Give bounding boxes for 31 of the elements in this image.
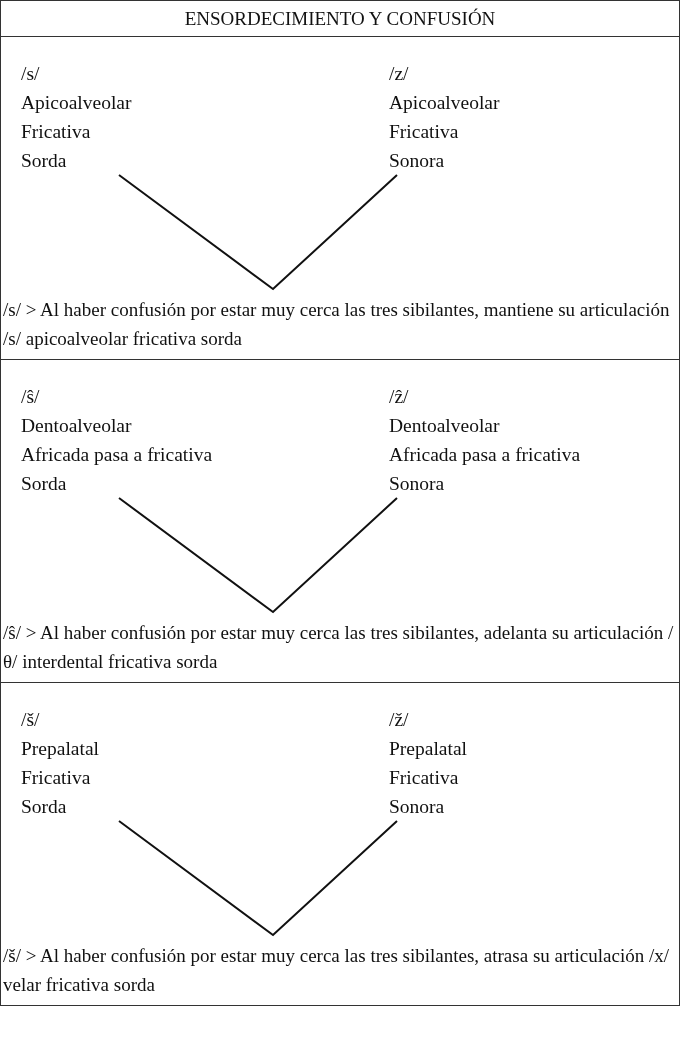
- place-label: Prepalatal: [389, 737, 467, 761]
- explanation-text: /ŝ/ > Al haber confusión por estar muy cerca las tres sibilantes, adelanta su articulación /θ/ interdental fricativa sorda: [3, 621, 675, 674]
- explanation-text: /š/ > Al haber confusión por estar muy cerca las tres sibilantes, atrasa su articulación /x/ velar fricativa sorda: [3, 944, 670, 997]
- manner-label: Fricativa: [389, 766, 460, 790]
- phoneme-symbol: /ŝ/: [21, 385, 41, 409]
- explanation-text: /s/ > Al haber confusión por estar muy cerca las tres sibilantes, mantiene su articulación /s/ apicoalveolar fricativa sorda: [3, 298, 671, 351]
- place-label: Apicoalveolar: [21, 91, 132, 115]
- converging-line: [118, 497, 398, 614]
- phoneme-symbol: /z/: [389, 62, 410, 86]
- converging-line: [118, 820, 398, 937]
- voicing-label: Sonora: [389, 149, 446, 173]
- converging-line: [118, 174, 398, 291]
- phoneme-symbol: /ẑ/: [389, 385, 410, 409]
- manner-label: Fricativa: [21, 766, 92, 790]
- voicing-label: Sonora: [389, 472, 446, 496]
- manner-label: Fricativa: [21, 120, 92, 144]
- voicing-label: Sonora: [389, 795, 446, 819]
- place-label: Dentoalveolar: [21, 414, 133, 438]
- voicing-label: Sorda: [21, 149, 68, 173]
- place-label: Dentoalveolar: [389, 414, 501, 438]
- manner-label: Africada pasa a fricativa: [389, 443, 581, 467]
- phoneme-symbol: /š/: [21, 708, 41, 732]
- voicing-label: Sorda: [21, 795, 68, 819]
- voicing-label: Sorda: [21, 472, 68, 496]
- place-label: Prepalatal: [21, 737, 99, 761]
- manner-label: Africada pasa a fricativa: [21, 443, 213, 467]
- place-label: Apicoalveolar: [389, 91, 500, 115]
- phoneme-symbol: /ž/: [389, 708, 410, 732]
- table-heading: ENSORDECIMIENTO Y CONFUSIÓN: [1, 1, 679, 37]
- manner-label: Fricativa: [389, 120, 460, 144]
- phoneme-symbol: /s/: [21, 62, 41, 86]
